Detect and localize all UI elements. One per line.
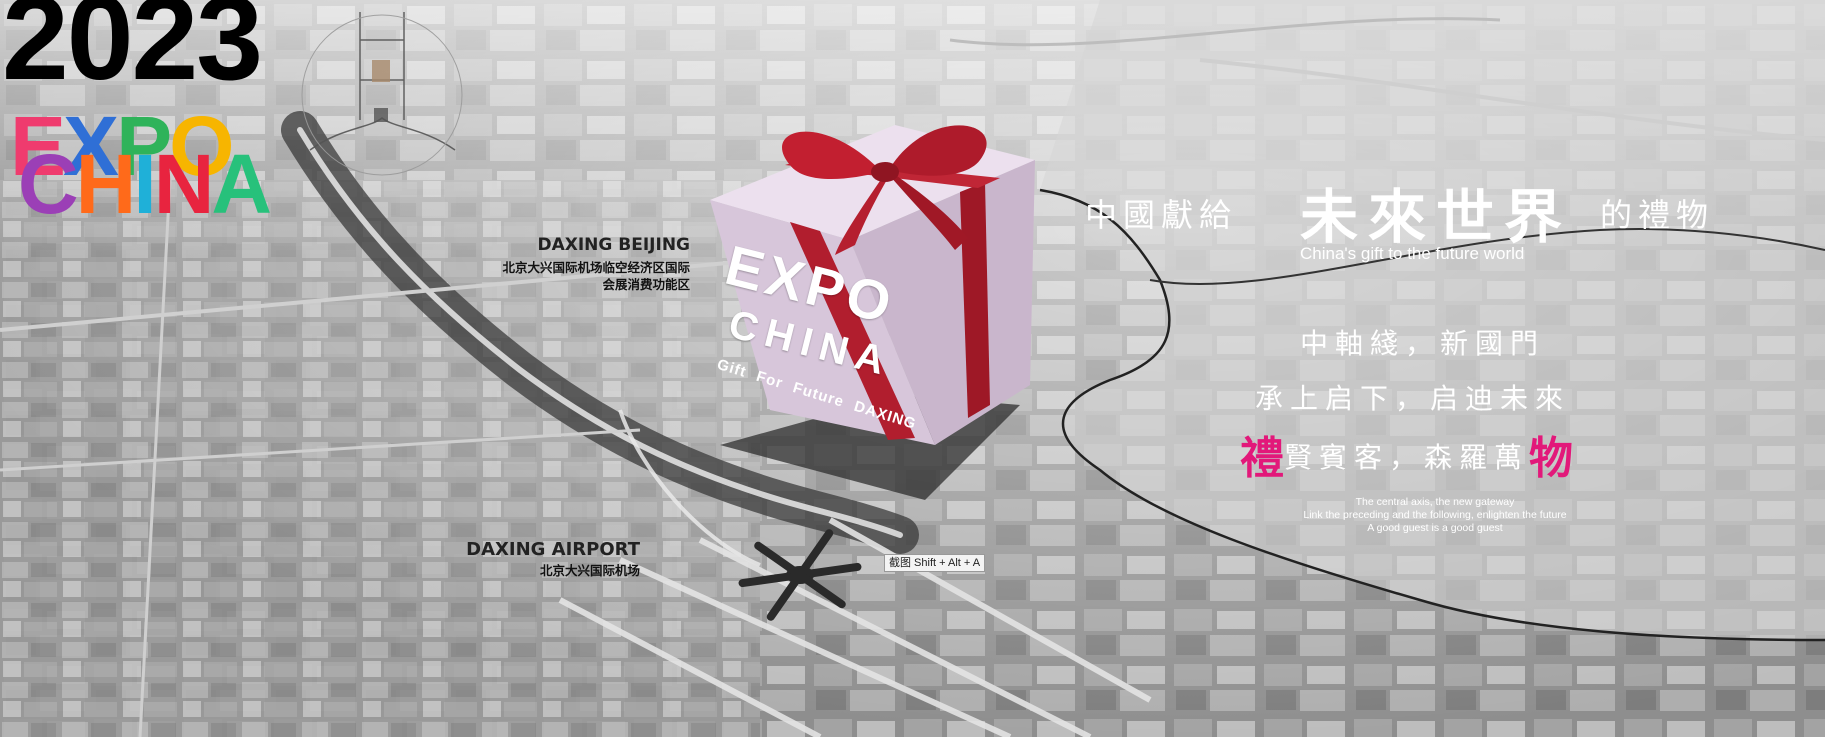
daxing-airport-title: DAXING AIRPORT xyxy=(466,539,640,560)
expo-logo-line1: EXPO xyxy=(10,99,234,193)
expo-logo-letter-2: P xyxy=(116,99,172,193)
daxing-beijing-subtitle-line1: 北京大兴国际机场临空经济区国际 xyxy=(502,260,690,275)
expo-logo-letter-3: O xyxy=(169,99,234,193)
china-logo-letter-3: N xyxy=(153,137,215,231)
year-title: 2023 xyxy=(2,0,263,105)
headline-suffix: 的禮物 xyxy=(1600,196,1715,234)
china-logo-letter-4: A xyxy=(211,137,272,231)
headline-prefix: 中國獻給 xyxy=(1085,196,1238,234)
english-line-1: The central axis, the new gateway xyxy=(1355,496,1515,508)
english-translation: The central axis, the new gateway Link t… xyxy=(1200,496,1670,535)
china-logo-letter-0: C xyxy=(18,137,79,231)
daxing-beijing-subtitle-line2: 会展消费功能区 xyxy=(602,277,690,292)
headline-emphasis: 未來世界 xyxy=(1300,183,1573,251)
china-logo-letter-1: H xyxy=(75,137,137,231)
poem-line1: 中軸綫，新國門 xyxy=(1300,327,1546,360)
daxing-airport-subtitle: 北京大兴国际机场 xyxy=(539,563,640,578)
poem-line3-middle: 賢賓客，森羅萬 xyxy=(1284,441,1530,474)
china-logo-letter-2: I xyxy=(133,137,156,231)
screenshot-tooltip: 截图 Shift + Alt + A xyxy=(884,554,986,572)
poem-line3: 禮賢賓客，森羅萬物 xyxy=(1240,422,1573,486)
poem-line3-last-char: 物 xyxy=(1529,433,1574,484)
headline-english: China's gift to the future world xyxy=(1300,244,1525,263)
english-line-3: A good guest is a good guest xyxy=(1367,522,1503,534)
china-logo-line2: CHINA xyxy=(18,137,272,231)
expo-logo-letter-1: X xyxy=(63,99,119,193)
expo-logo-letter-0: E xyxy=(10,99,66,193)
poem-line2: 承上启下，启迪未來 xyxy=(1255,382,1571,415)
poem-line3-first-char: 禮 xyxy=(1240,433,1284,484)
daxing-beijing-title: DAXING BEIJING xyxy=(537,235,690,255)
english-line-2: Link the preceding and the following, en… xyxy=(1303,509,1567,521)
